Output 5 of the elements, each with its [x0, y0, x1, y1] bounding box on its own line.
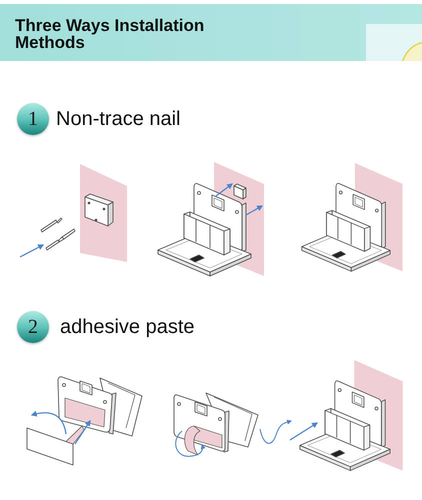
step-heading: Non-trace nail: [56, 107, 181, 131]
step-heading: adhesive paste: [60, 315, 195, 339]
step-number-badge: 2: [17, 311, 49, 343]
step-number-badge: 1: [17, 103, 49, 135]
title: Three Ways Installation Methods: [15, 17, 206, 51]
